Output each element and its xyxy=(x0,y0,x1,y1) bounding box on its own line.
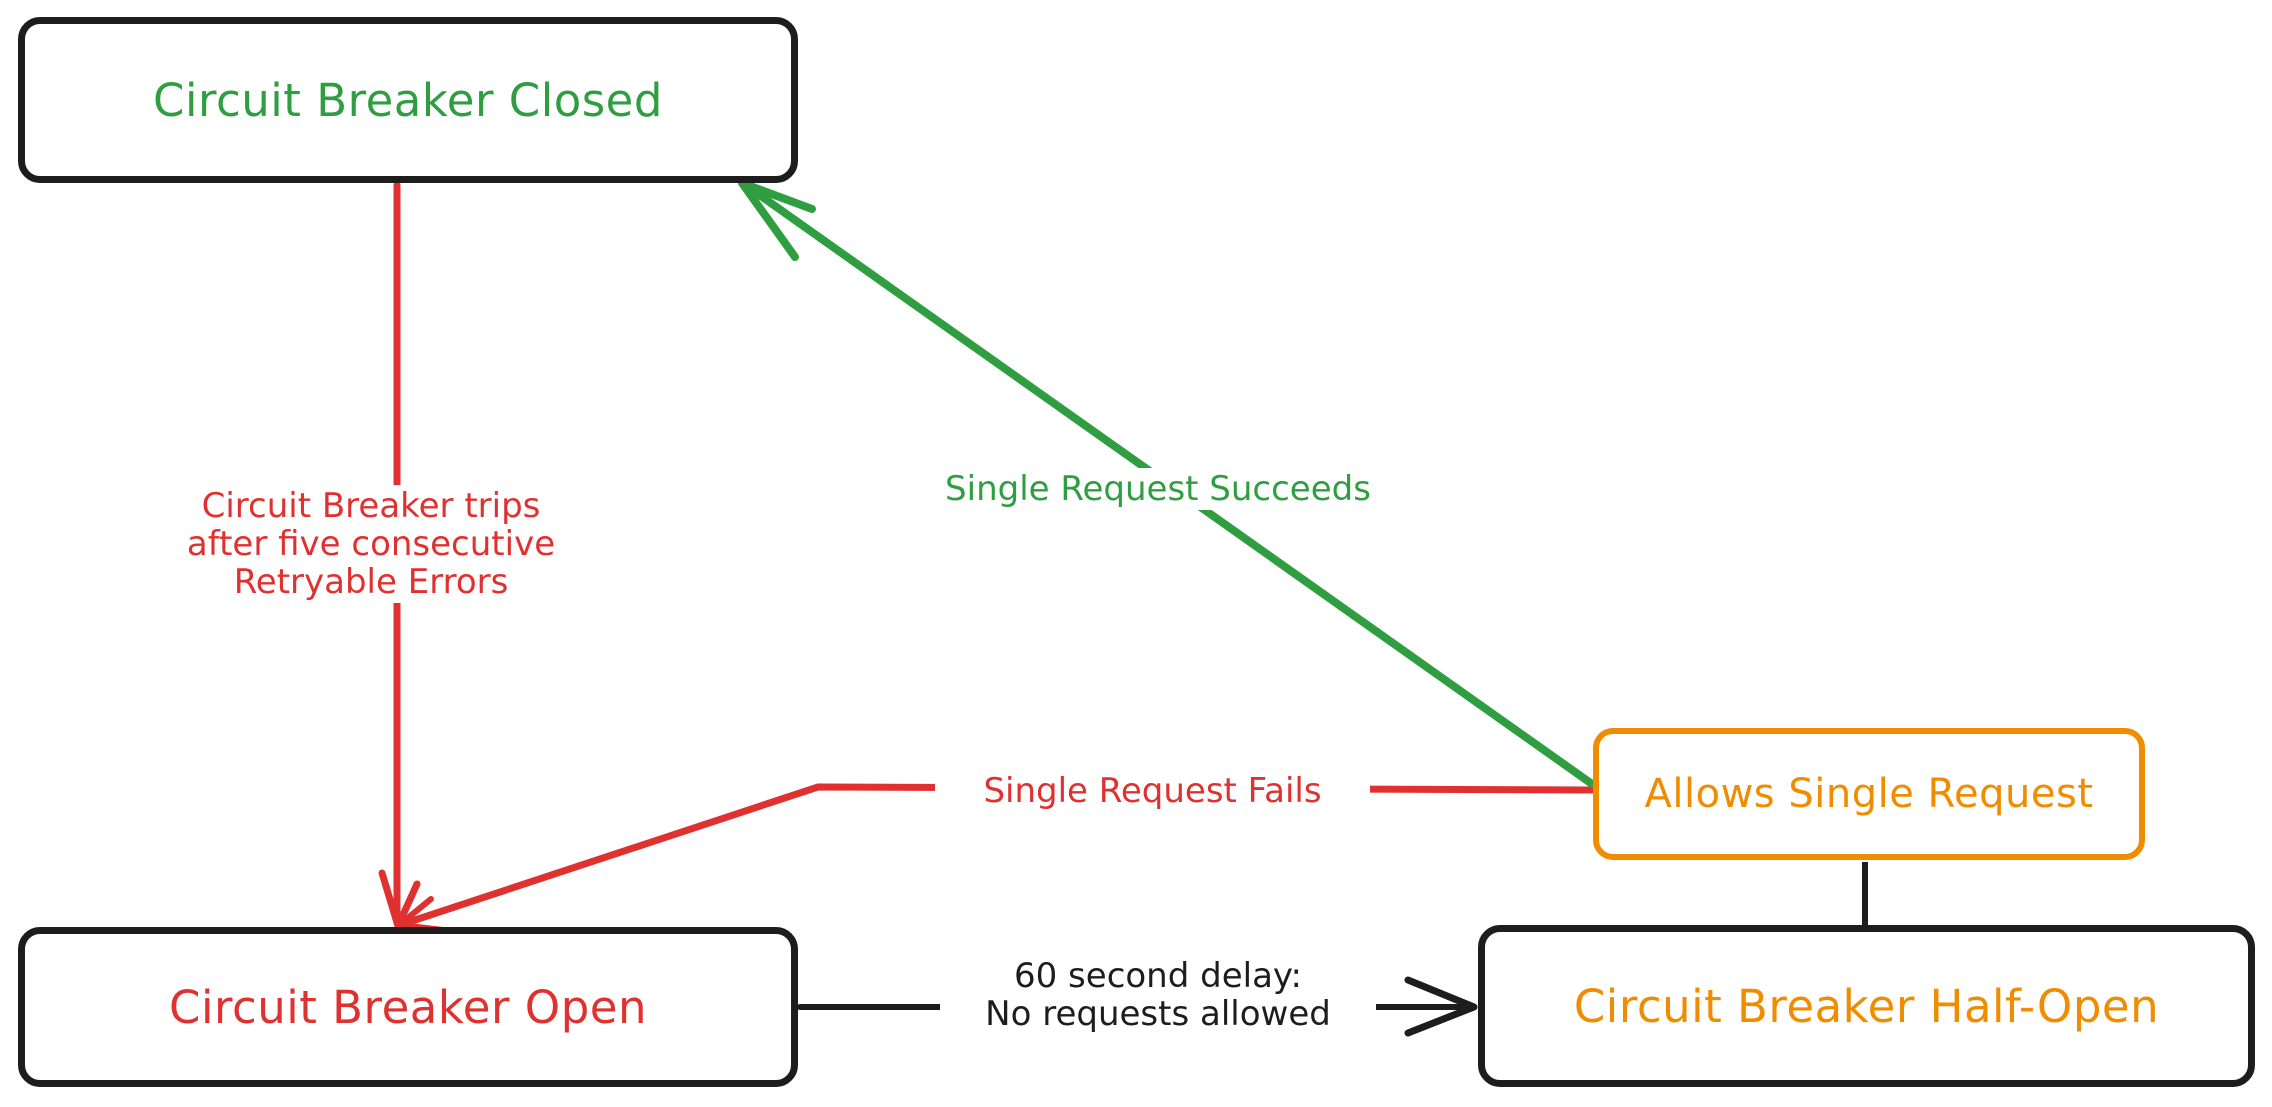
node-label-allows-single-request: Allows Single Request xyxy=(1644,771,2094,817)
node-allows-single-request[interactable]: Allows Single Request xyxy=(1593,728,2145,860)
node-label-circuit-breaker-closed: Circuit Breaker Closed xyxy=(153,73,663,127)
edge-closed-to-open xyxy=(378,181,434,930)
node-circuit-breaker-open[interactable]: Circuit Breaker Open xyxy=(18,927,798,1087)
node-circuit-breaker-half-open[interactable]: Circuit Breaker Half-Open xyxy=(1478,925,2255,1087)
node-label-circuit-breaker-open: Circuit Breaker Open xyxy=(169,980,647,1034)
node-label-circuit-breaker-half-open: Circuit Breaker Half-Open xyxy=(1573,979,2160,1033)
edge-allows-to-open xyxy=(396,783,1596,935)
node-circuit-breaker-closed[interactable]: Circuit Breaker Closed xyxy=(18,17,798,183)
edge-open-to-half-open xyxy=(797,976,1478,1037)
edge-allows-to-closed xyxy=(738,179,1596,788)
